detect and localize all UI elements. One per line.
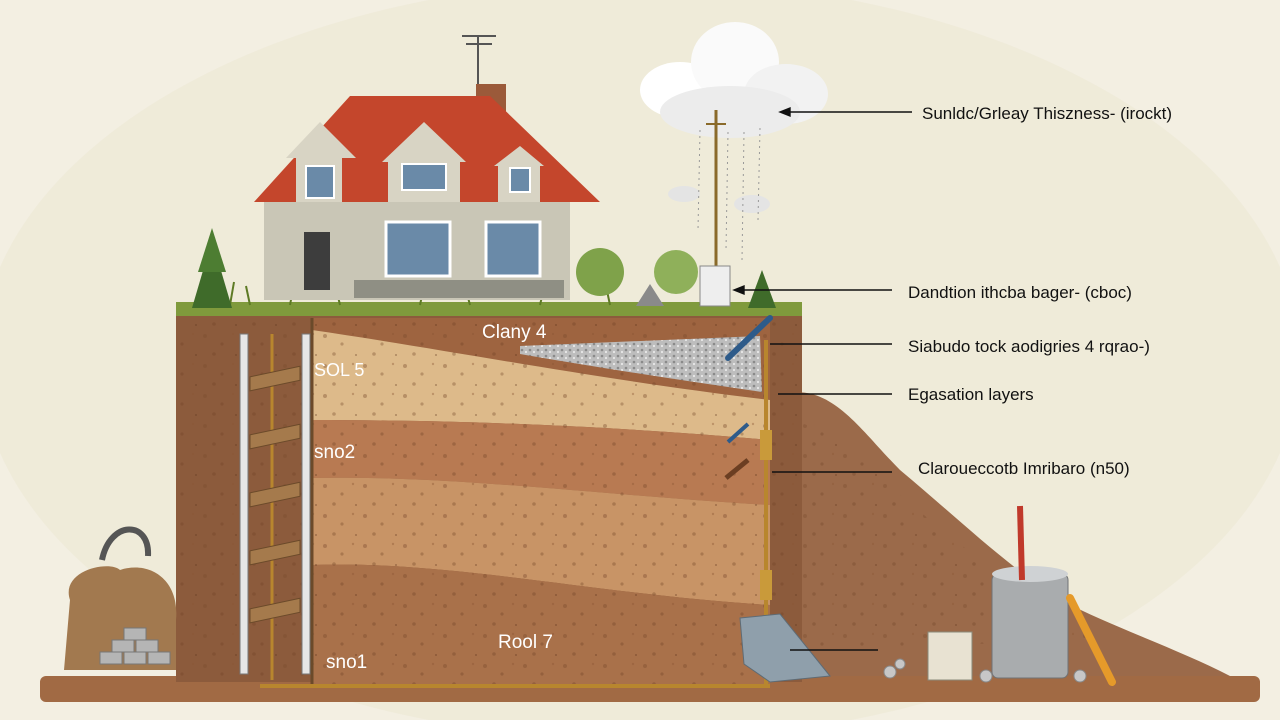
layer-label-rool: Rool 7 — [498, 632, 553, 653]
probe-tool — [724, 315, 773, 480]
shaft-ladder — [239, 333, 311, 680]
measurement-mast — [699, 110, 731, 307]
house-window — [384, 220, 452, 278]
layer-label-sol5: SOL 5 — [314, 360, 364, 380]
house-window — [484, 220, 542, 278]
equipment — [883, 505, 1116, 686]
callout-cloud: Sunldc/Grleay Thiszness- (irockt) — [922, 104, 1172, 123]
layer-label-sno1: sno1 — [326, 652, 367, 673]
rain-cloud — [640, 22, 828, 261]
bush-right — [576, 248, 776, 308]
callout-subsoil: Siabudo tock aodigries 4 rqrao-) — [908, 337, 1150, 356]
callout-foundation: Dandtion ithcba bager- (cboc) — [908, 283, 1132, 302]
bucket — [991, 573, 1069, 679]
cup — [927, 631, 973, 681]
tree-left — [192, 228, 232, 308]
red-stake — [1017, 505, 1025, 581]
gravel-layer — [520, 336, 762, 392]
shovel-handle — [1066, 594, 1116, 686]
house — [254, 35, 600, 300]
leader-lines — [732, 106, 912, 651]
layer-label-clany: Clany 4 — [482, 322, 547, 343]
callout-excavation: Egasation layers — [908, 385, 1034, 404]
house-door — [304, 232, 330, 290]
layer-label-sno2: sno2 — [314, 442, 355, 463]
rock-boulder — [739, 613, 831, 683]
mast-base — [699, 265, 731, 307]
sack-and-tools — [64, 526, 177, 670]
callout-clay: Claroueccotb Imribaro (n50) — [918, 459, 1130, 478]
soil-layers — [312, 318, 770, 686]
